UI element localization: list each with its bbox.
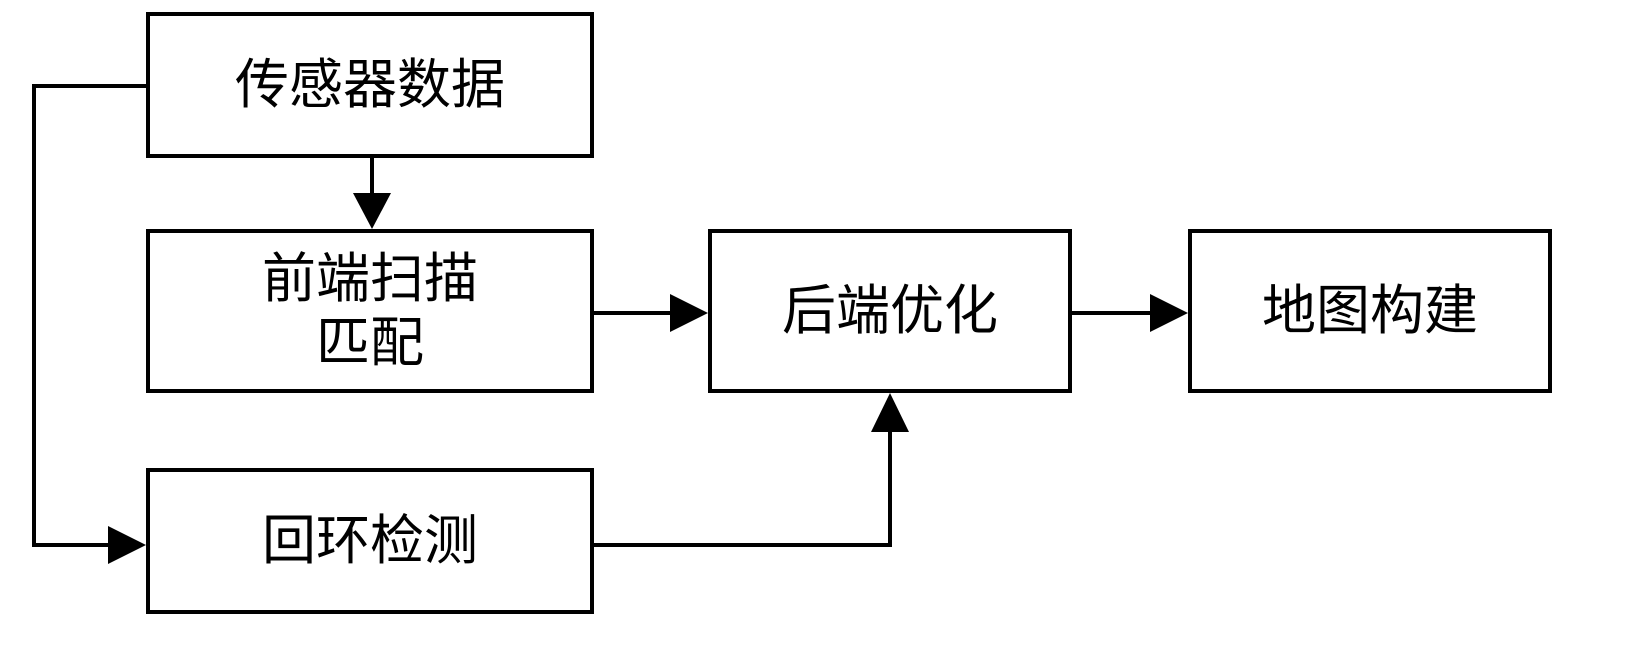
- arrow-loop-to-backend: [594, 430, 892, 547]
- node-backend-optimization: 后端优化: [708, 229, 1072, 393]
- arrow-sensor-to-loop: [32, 84, 146, 547]
- node-frontend-scan-matching: 前端扫描 匹配: [146, 229, 594, 393]
- node-loop-detection-label: 回环检测: [262, 509, 478, 573]
- node-map-building: 地图构建: [1188, 229, 1552, 393]
- node-map-building-label: 地图构建: [1262, 279, 1478, 343]
- arrowhead-backend-to-map: [1150, 294, 1188, 332]
- arrowhead-sensor-to-frontend: [353, 193, 391, 229]
- node-frontend-scan-matching-label: 前端扫描 匹配: [262, 247, 478, 374]
- arrowhead-loop-to-backend: [871, 393, 909, 432]
- arrowhead-frontend-to-backend: [670, 294, 708, 332]
- arrowhead-sensor-to-loop: [108, 526, 146, 564]
- node-sensor-data-label: 传感器数据: [235, 53, 505, 117]
- node-backend-optimization-label: 后端优化: [782, 279, 998, 343]
- node-sensor-data: 传感器数据: [146, 12, 594, 158]
- node-loop-detection: 回环检测: [146, 468, 594, 614]
